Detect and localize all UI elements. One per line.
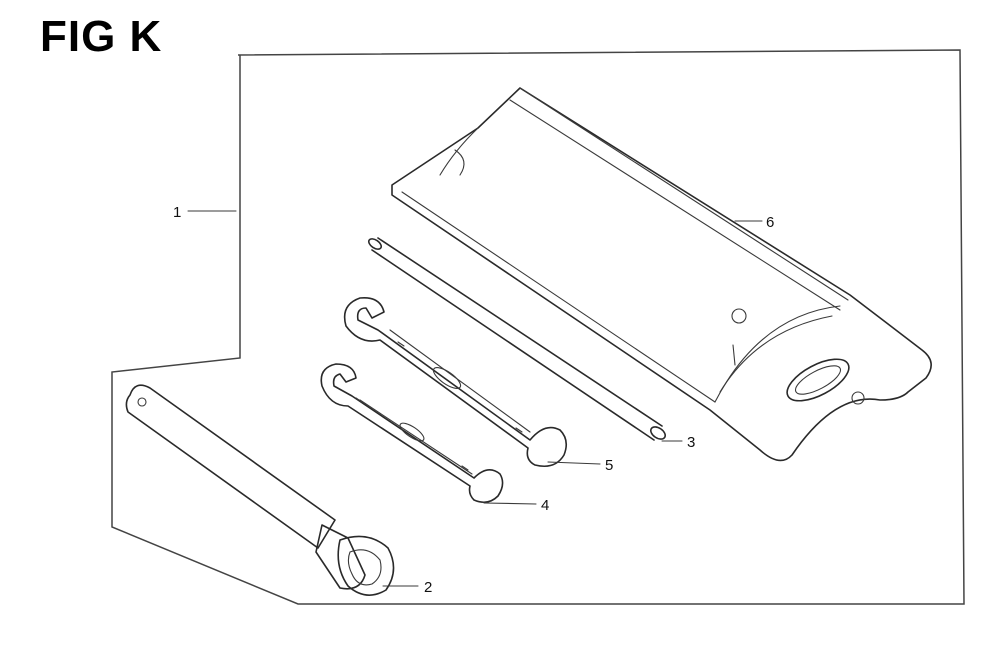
callout-5: 5 bbox=[605, 457, 613, 474]
figure-title: FIG K bbox=[40, 12, 163, 61]
assembly-frame bbox=[111, 49, 965, 605]
spark-plug-wrench-drawing bbox=[125, 384, 395, 596]
callout-2: 2 bbox=[424, 579, 432, 596]
handle-bar-drawing bbox=[367, 237, 666, 441]
callout-4: 4 bbox=[541, 497, 549, 514]
callout-3: 3 bbox=[687, 434, 695, 451]
leader-line-4 bbox=[483, 502, 537, 505]
callout-1: 1 bbox=[173, 204, 181, 221]
small-wrench-drawing bbox=[320, 363, 504, 504]
callout-6: 6 bbox=[766, 214, 774, 231]
leader-line-5 bbox=[547, 461, 601, 465]
tool-bag-drawing bbox=[391, 87, 932, 462]
large-wrench-drawing bbox=[343, 296, 568, 468]
